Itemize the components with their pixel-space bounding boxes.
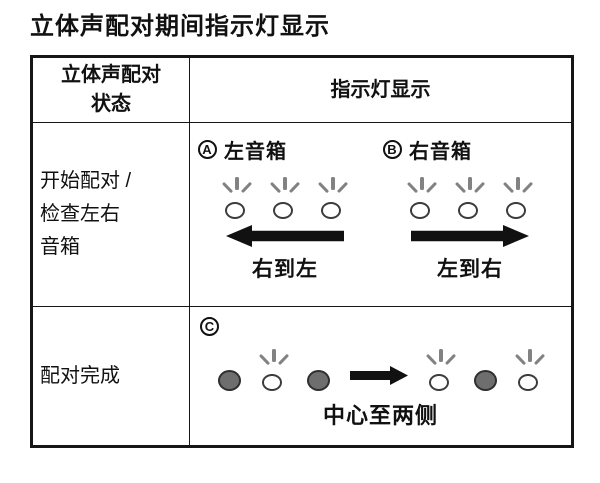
header-state-column: 立体声配对 状态 (31, 56, 190, 123)
right-direction-label: 左到右 (437, 258, 503, 281)
blinking-light-icon (454, 173, 486, 219)
badge-c-icon: C (200, 317, 219, 336)
complete-lights-sequence (190, 341, 571, 391)
arrow-left-icon (226, 225, 344, 247)
lit-light-icon (307, 370, 330, 391)
state-pairing-start: 开始配对 / 检查左右 音箱 (31, 122, 190, 307)
complete-heading: C (190, 307, 571, 339)
speaker-groups: A 左音箱 右到左 B 右音箱 (190, 123, 571, 283)
left-speaker-label: 左音箱 (224, 140, 287, 163)
right-speaker-lights (383, 172, 557, 219)
arrow-right-icon (411, 225, 529, 247)
blinking-light-icon (269, 173, 301, 219)
left-speaker-lights (198, 172, 372, 219)
table-row-pairing-start: 开始配对 / 检查左右 音箱 A 左音箱 右到左 (31, 122, 573, 307)
left-speaker-group: A 左音箱 右到左 (198, 135, 372, 283)
manual-page: 立体声配对期间指示灯显示 立体声配对 状态 指示灯显示 开始配对 / 检查左右 … (0, 12, 600, 483)
badge-a-icon: A (198, 139, 217, 159)
left-direction-label: 右到左 (252, 258, 318, 281)
lit-light-icon (474, 370, 497, 391)
blinking-light-icon (258, 345, 290, 391)
table-header-row: 立体声配对 状态 指示灯显示 (31, 56, 573, 123)
header-display-column: 指示灯显示 (189, 56, 573, 123)
left-speaker-heading: A 左音箱 (198, 135, 372, 163)
badge-b-icon: B (383, 139, 402, 159)
blinking-light-icon (425, 345, 457, 391)
blinking-light-icon (514, 345, 546, 391)
blinking-light-icon (502, 173, 534, 219)
complete-direction-label: 中心至两侧 (322, 403, 438, 428)
display-pairing-complete: C 中心至两侧 (189, 306, 573, 447)
table-row-pairing-complete: 配对完成 C 中心至两侧 (31, 306, 573, 447)
blinking-light-icon (406, 173, 438, 219)
right-speaker-group: B 右音箱 左到右 (383, 135, 557, 283)
blinking-light-icon (317, 173, 349, 219)
lit-light-icon (218, 370, 241, 391)
display-pairing-start: A 左音箱 右到左 B 右音箱 (189, 122, 573, 307)
page-title: 立体声配对期间指示灯显示 (30, 13, 330, 40)
right-speaker-heading: B 右音箱 (383, 135, 557, 163)
arrow-right-icon (350, 365, 408, 391)
state-pairing-complete: 配对完成 (31, 306, 190, 447)
blinking-light-icon (221, 173, 253, 219)
right-speaker-label: 右音箱 (409, 140, 472, 163)
pairing-status-table: 立体声配对 状态 指示灯显示 开始配对 / 检查左右 音箱 A 左音箱 (30, 55, 574, 448)
